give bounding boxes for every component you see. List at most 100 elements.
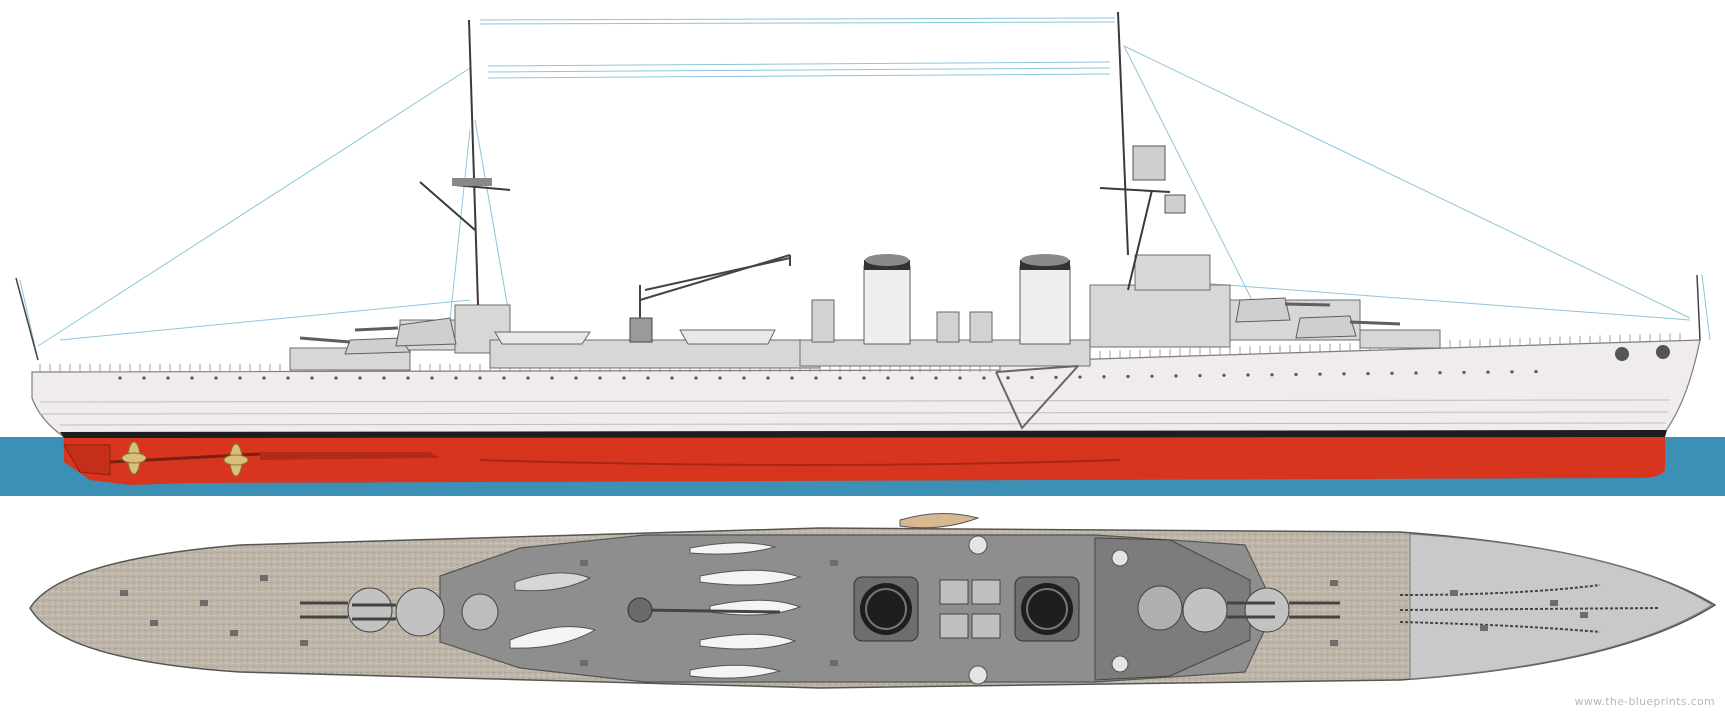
porthole	[214, 376, 218, 380]
porthole	[262, 376, 266, 380]
porthole	[406, 376, 410, 380]
searchlight-icon	[968, 535, 1129, 685]
porthole	[118, 376, 122, 380]
mainmast	[419, 19, 511, 306]
porthole	[550, 376, 554, 380]
ship-boats	[509, 542, 802, 679]
ventilators	[811, 299, 993, 343]
porthole	[1150, 374, 1154, 378]
porthole	[1054, 375, 1058, 379]
foremast	[1099, 11, 1171, 291]
porthole	[1174, 374, 1178, 378]
porthole	[1438, 371, 1442, 375]
ventilator-tops	[939, 579, 1001, 639]
porthole	[1078, 375, 1082, 379]
funnel	[1019, 254, 1071, 345]
porthole-row	[118, 369, 1538, 380]
anchor-icon	[1615, 347, 1629, 361]
deck-fitting	[150, 620, 158, 626]
funnel	[863, 254, 911, 345]
deck-fitting	[260, 575, 268, 581]
gun-barrels	[299, 302, 1401, 344]
porthole	[1030, 376, 1034, 380]
porthole	[1390, 371, 1394, 375]
accommodation-ladder	[995, 365, 1079, 430]
anchor-chains	[1399, 584, 1661, 633]
porthole	[598, 376, 602, 380]
deck-fitting	[120, 590, 128, 596]
porthole	[958, 376, 962, 380]
porthole	[430, 376, 434, 380]
deck-fitting	[1480, 625, 1488, 631]
porthole	[286, 376, 290, 380]
deck-fitting	[1330, 580, 1338, 586]
porthole	[910, 376, 914, 380]
director-tower	[1132, 145, 1166, 181]
hull-strakes	[39, 399, 1671, 426]
forecastle-deck	[1409, 533, 1713, 680]
porthole	[982, 376, 986, 380]
porthole	[574, 376, 578, 380]
porthole	[838, 376, 842, 380]
crane	[639, 254, 791, 340]
porthole	[1462, 370, 1466, 375]
stern-flagstaff	[15, 277, 39, 361]
porthole	[1270, 373, 1274, 377]
porthole	[1294, 372, 1298, 377]
porthole	[1006, 376, 1010, 380]
propeller-icon	[223, 443, 249, 477]
boat-boom	[995, 365, 1079, 373]
side-profile-view	[0, 11, 1725, 496]
boats-profile	[494, 329, 776, 345]
deck-fitting	[830, 560, 838, 566]
deck-fitting	[1580, 612, 1588, 618]
motor-launch	[899, 512, 980, 529]
porthole	[1510, 370, 1514, 374]
porthole	[190, 376, 194, 380]
porthole	[622, 376, 626, 380]
porthole	[1102, 375, 1106, 379]
porthole	[886, 376, 890, 380]
porthole	[358, 376, 362, 380]
plan-turret-icon	[347, 587, 1290, 637]
porthole	[502, 376, 506, 380]
deck-fittings	[120, 560, 1588, 666]
funnel-top-icon	[1014, 576, 1080, 642]
porthole	[382, 376, 386, 380]
porthole	[238, 376, 242, 380]
rangefinder	[1164, 194, 1186, 214]
porthole	[1198, 374, 1202, 378]
porthole	[1342, 372, 1346, 376]
porthole	[694, 376, 698, 380]
deck-fitting	[200, 600, 208, 606]
funnel-top-icon	[853, 576, 919, 642]
porthole	[742, 376, 746, 380]
porthole	[166, 376, 170, 380]
crane-jib-plan	[639, 608, 781, 614]
jackstaff	[1696, 274, 1701, 341]
porthole	[1126, 374, 1130, 379]
mainmast-top-icon	[461, 593, 499, 631]
porthole	[310, 376, 314, 380]
hull-lower-detail	[479, 459, 1121, 466]
porthole	[142, 376, 146, 380]
deck-fitting	[1330, 640, 1338, 646]
porthole	[1534, 369, 1538, 374]
deck-fitting	[230, 630, 238, 636]
gun-turrets	[344, 297, 1357, 355]
porthole	[790, 376, 794, 380]
porthole	[1222, 373, 1226, 377]
porthole	[1486, 370, 1490, 374]
porthole	[526, 376, 530, 380]
crane-pivot-icon	[627, 597, 653, 623]
lower-hull	[64, 437, 1665, 485]
anchor-icon	[1656, 345, 1670, 359]
boot-topping	[60, 430, 1667, 438]
porthole	[454, 376, 458, 380]
porthole	[1414, 371, 1418, 375]
porthole	[862, 376, 866, 380]
porthole	[478, 376, 482, 380]
deck-fitting	[580, 560, 588, 566]
